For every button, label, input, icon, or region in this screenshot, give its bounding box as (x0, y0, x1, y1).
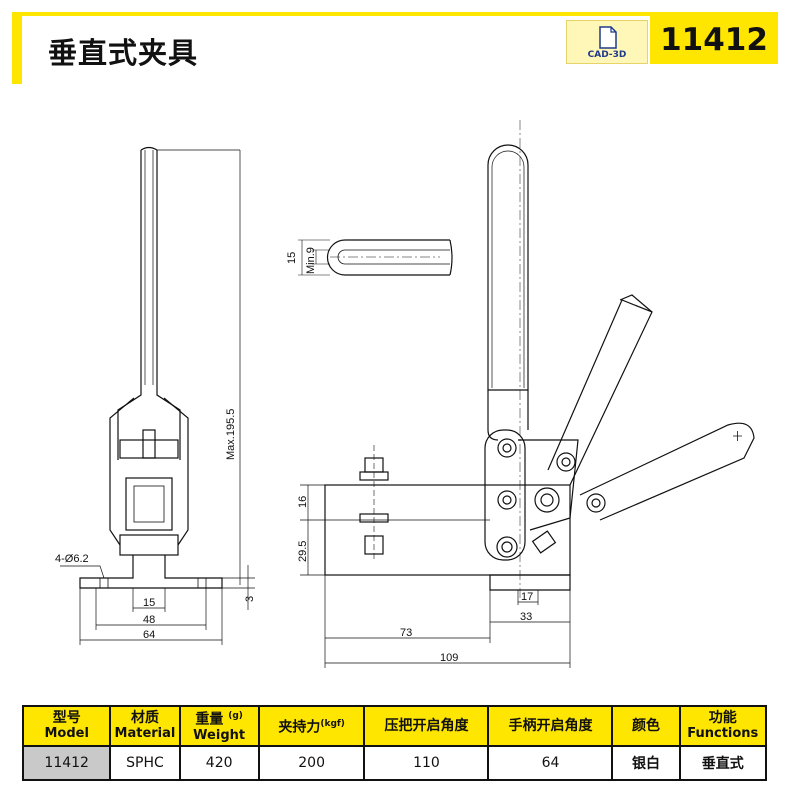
dim-48: 48 (143, 614, 155, 626)
cad-3d-button[interactable]: CAD-3D (566, 20, 648, 64)
page-title: 垂直式夹具 (48, 36, 199, 70)
dim-64: 64 (143, 629, 155, 641)
cell-clamp-force: 200 (257, 745, 366, 781)
dim-15: 15 (143, 597, 155, 609)
spec-table-row: 11412 SPHC 420 200 110 64 银白 垂直式 (21, 745, 768, 781)
dim-33: 33 (520, 611, 532, 623)
cell-press-angle: 110 (363, 745, 490, 781)
dim-3: 3 (244, 596, 256, 602)
model-number-box: 11412 (650, 16, 778, 64)
header-weight: 重量 (g)Weight (178, 705, 260, 747)
cell-color: 银白 (611, 745, 681, 781)
header-color: 颜色 (611, 705, 681, 747)
dim-17: 17 (521, 591, 533, 603)
header-handle-angle: 手柄开启角度 (487, 705, 614, 747)
header-accent-bar (12, 12, 778, 16)
dim-min9: Min.9 (305, 247, 317, 274)
dim-max-height: Max.195.5 (225, 409, 237, 460)
cell-material: SPHC (109, 745, 181, 781)
cell-handle-angle: 64 (487, 745, 614, 781)
dim-16: 16 (297, 496, 309, 508)
header-side-bar (12, 12, 22, 84)
handle-end-view (298, 239, 453, 276)
cell-weight: 420 (178, 745, 260, 781)
header-press-angle: 压把开启角度 (363, 705, 490, 747)
dim-hole: 4-Ø6.2 (55, 553, 89, 565)
cell-function: 垂直式 (678, 745, 768, 781)
dim-109: 109 (440, 652, 458, 664)
dim-29-5: 29.5 (297, 541, 309, 562)
dim-handle-15: 15 (286, 252, 298, 264)
front-view (79, 146, 223, 589)
side-view (324, 120, 755, 600)
technical-drawing: Max.195.5 4-Ø6.2 15 48 64 3 15 Min.9 16 … (55, 120, 755, 668)
model-number: 11412 (660, 22, 768, 58)
document-icon (599, 26, 617, 49)
header-clamp-force: 夹持力(kgf) (257, 705, 366, 747)
cell-model: 11412 (21, 745, 112, 781)
dim-73: 73 (400, 627, 412, 639)
cad-3d-label: CAD-3D (587, 50, 627, 60)
